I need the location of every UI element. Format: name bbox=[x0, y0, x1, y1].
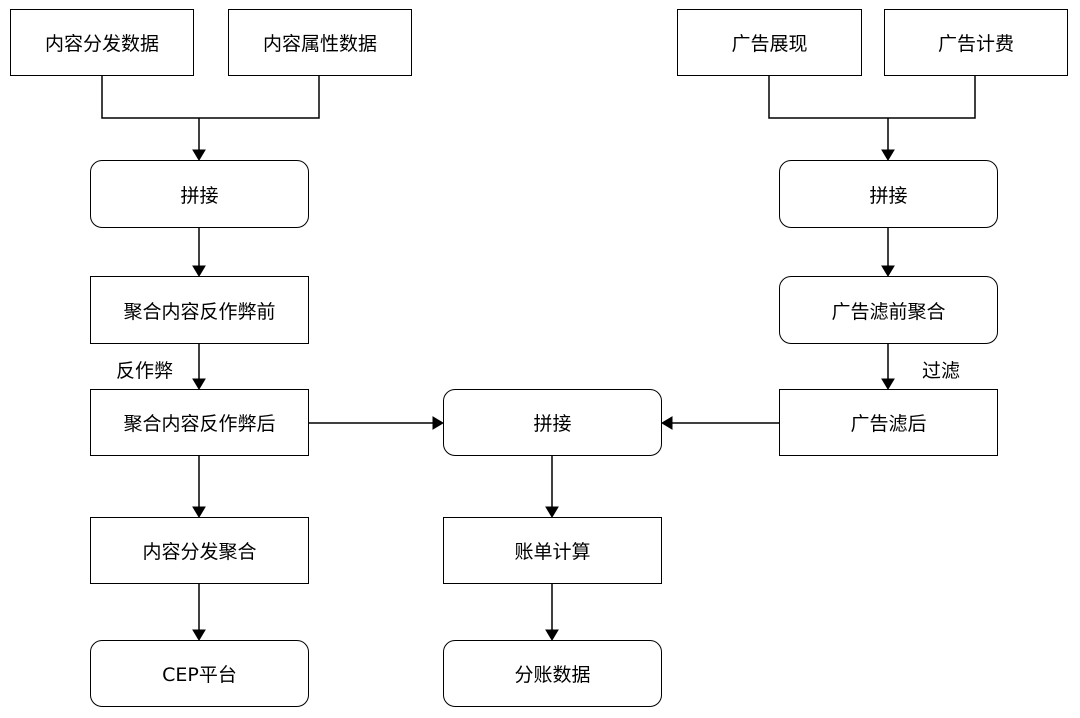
arrowhead-agg-before bbox=[192, 265, 206, 277]
node-cep-platform: CEP平台 bbox=[90, 640, 309, 707]
node-content-dist-data: 内容分发数据 bbox=[10, 9, 194, 76]
node-agg-after-anticheat: 聚合内容反作弊后 bbox=[90, 389, 309, 456]
arrowhead-content-agg bbox=[192, 506, 206, 518]
arrowhead-ad-after bbox=[881, 378, 895, 390]
arrowhead-agg-after bbox=[192, 378, 206, 390]
arrowhead-ad-agg bbox=[881, 265, 895, 277]
arrowhead-split bbox=[545, 629, 559, 641]
arrowhead-join-center-left bbox=[432, 416, 444, 430]
node-join-left: 拼接 bbox=[90, 160, 309, 228]
node-split-data: 分账数据 bbox=[443, 640, 662, 707]
arrowhead-bill bbox=[545, 506, 559, 518]
arrowhead-cep bbox=[192, 629, 206, 641]
node-bill-calc: 账单计算 bbox=[443, 517, 662, 584]
connector-ad-billing-to-join-right bbox=[888, 76, 976, 119]
connector-content-dist-to-join-left bbox=[101, 76, 199, 119]
node-ad-impression: 广告展现 bbox=[677, 9, 862, 76]
node-ad-after-filter: 广告滤后 bbox=[779, 389, 998, 456]
node-join-center: 拼接 bbox=[443, 389, 662, 456]
node-ad-agg-before-filter: 广告滤前聚合 bbox=[779, 276, 998, 344]
node-content-attr-data: 内容属性数据 bbox=[228, 9, 412, 76]
connector-ad-impression-to-join-right bbox=[768, 76, 888, 119]
arrowhead-join-right bbox=[881, 149, 895, 161]
node-ad-billing: 广告计费 bbox=[884, 9, 1068, 76]
node-content-dist-agg: 内容分发聚合 bbox=[90, 517, 309, 584]
node-join-right: 拼接 bbox=[779, 160, 998, 228]
label-filter: 过滤 bbox=[922, 360, 961, 382]
arrowhead-join-center-right bbox=[661, 416, 673, 430]
node-agg-before-anticheat: 聚合内容反作弊前 bbox=[90, 276, 309, 344]
arrowhead-join-left bbox=[192, 149, 206, 161]
label-anticheat: 反作弊 bbox=[116, 360, 174, 382]
connector-content-attr-to-join-left bbox=[199, 76, 320, 119]
